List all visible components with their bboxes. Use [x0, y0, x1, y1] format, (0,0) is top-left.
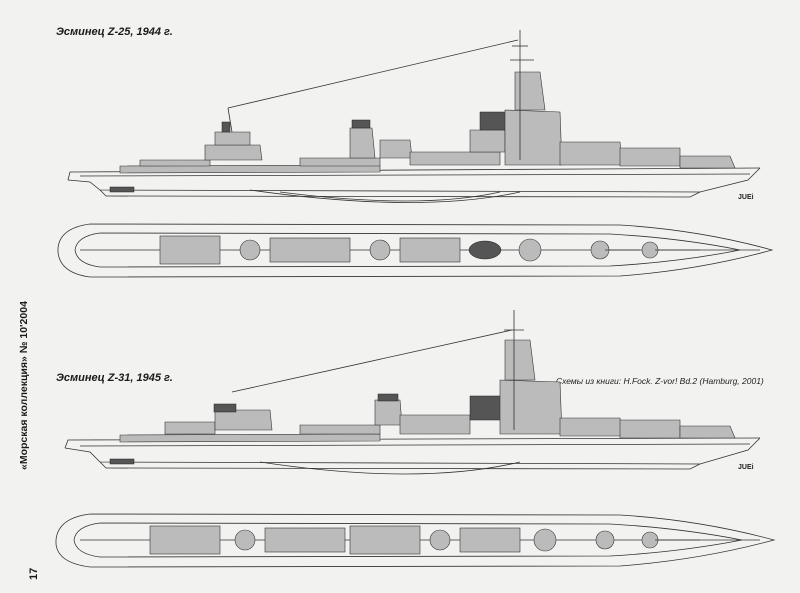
z25-side-profile — [67, 30, 761, 203]
z25-plan-view — [57, 223, 774, 278]
z31-side-profile — [64, 310, 761, 475]
artist-signature-1: JUEi — [738, 194, 754, 201]
artist-signature-2: JUEi — [738, 464, 754, 471]
drawing-title-z25: Эсминец Z-25, 1944 г. — [56, 26, 173, 38]
drawing-title-z31: Эсминец Z-31, 1945 г. — [56, 372, 173, 384]
source-credit: Схемы из книги: H.Fock. Z-vor! Bd.2 (Ham… — [556, 376, 764, 386]
z31-plan-view — [55, 513, 776, 568]
